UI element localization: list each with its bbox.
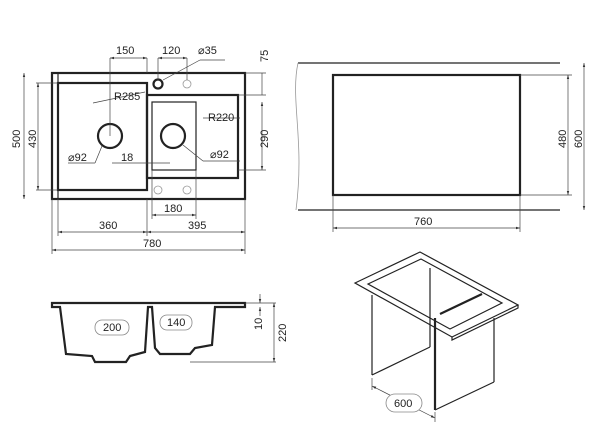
optional-hole-icon <box>182 79 192 89</box>
optional-hole-icon <box>153 185 163 195</box>
section-view: 200 140 10 220 <box>50 294 289 364</box>
right-bowl-outer <box>145 93 240 180</box>
sink-outline <box>50 71 247 201</box>
dim-18: 18 <box>121 152 133 164</box>
dim-10: 10 <box>253 318 265 330</box>
dim-120: 120 <box>162 45 180 57</box>
dim-430: 430 <box>27 130 39 148</box>
dim-drain-left: ⌀92 <box>68 152 87 164</box>
dim-600: 600 <box>573 130 585 148</box>
cutout-rect <box>331 73 522 197</box>
dim-780: 780 <box>143 238 161 250</box>
right-drain-icon <box>159 122 187 150</box>
dim-tap-hole: ⌀35 <box>198 45 217 57</box>
dim-480: 480 <box>557 130 569 148</box>
cutout-view: 760 480 600 <box>295 62 586 232</box>
top-view: 150 120 ⌀35 75 290 500 430 R285 R220 ⌀92… <box>11 45 271 254</box>
dim-150: 150 <box>116 45 134 57</box>
dim-r220: R220 <box>208 112 234 124</box>
dim-600: 600 <box>394 398 412 410</box>
tap-hole-icon <box>152 78 164 90</box>
optional-hole-icon <box>182 185 192 195</box>
dim-500: 500 <box>11 130 23 148</box>
dim-395: 395 <box>188 220 206 232</box>
cabinet-isometric: 600 <box>353 251 520 422</box>
dim-360: 360 <box>99 220 117 232</box>
dim-290: 290 <box>259 130 271 148</box>
dim-180: 180 <box>164 203 182 215</box>
dim-75: 75 <box>259 50 271 62</box>
dim-200: 200 <box>103 322 121 334</box>
dim-760: 760 <box>414 216 432 228</box>
dim-r285: R285 <box>114 91 140 103</box>
dim-drain-right: ⌀92 <box>210 149 229 161</box>
right-bowl-inner <box>151 101 197 171</box>
dim-140: 140 <box>167 317 185 329</box>
dim-220: 220 <box>277 324 289 342</box>
